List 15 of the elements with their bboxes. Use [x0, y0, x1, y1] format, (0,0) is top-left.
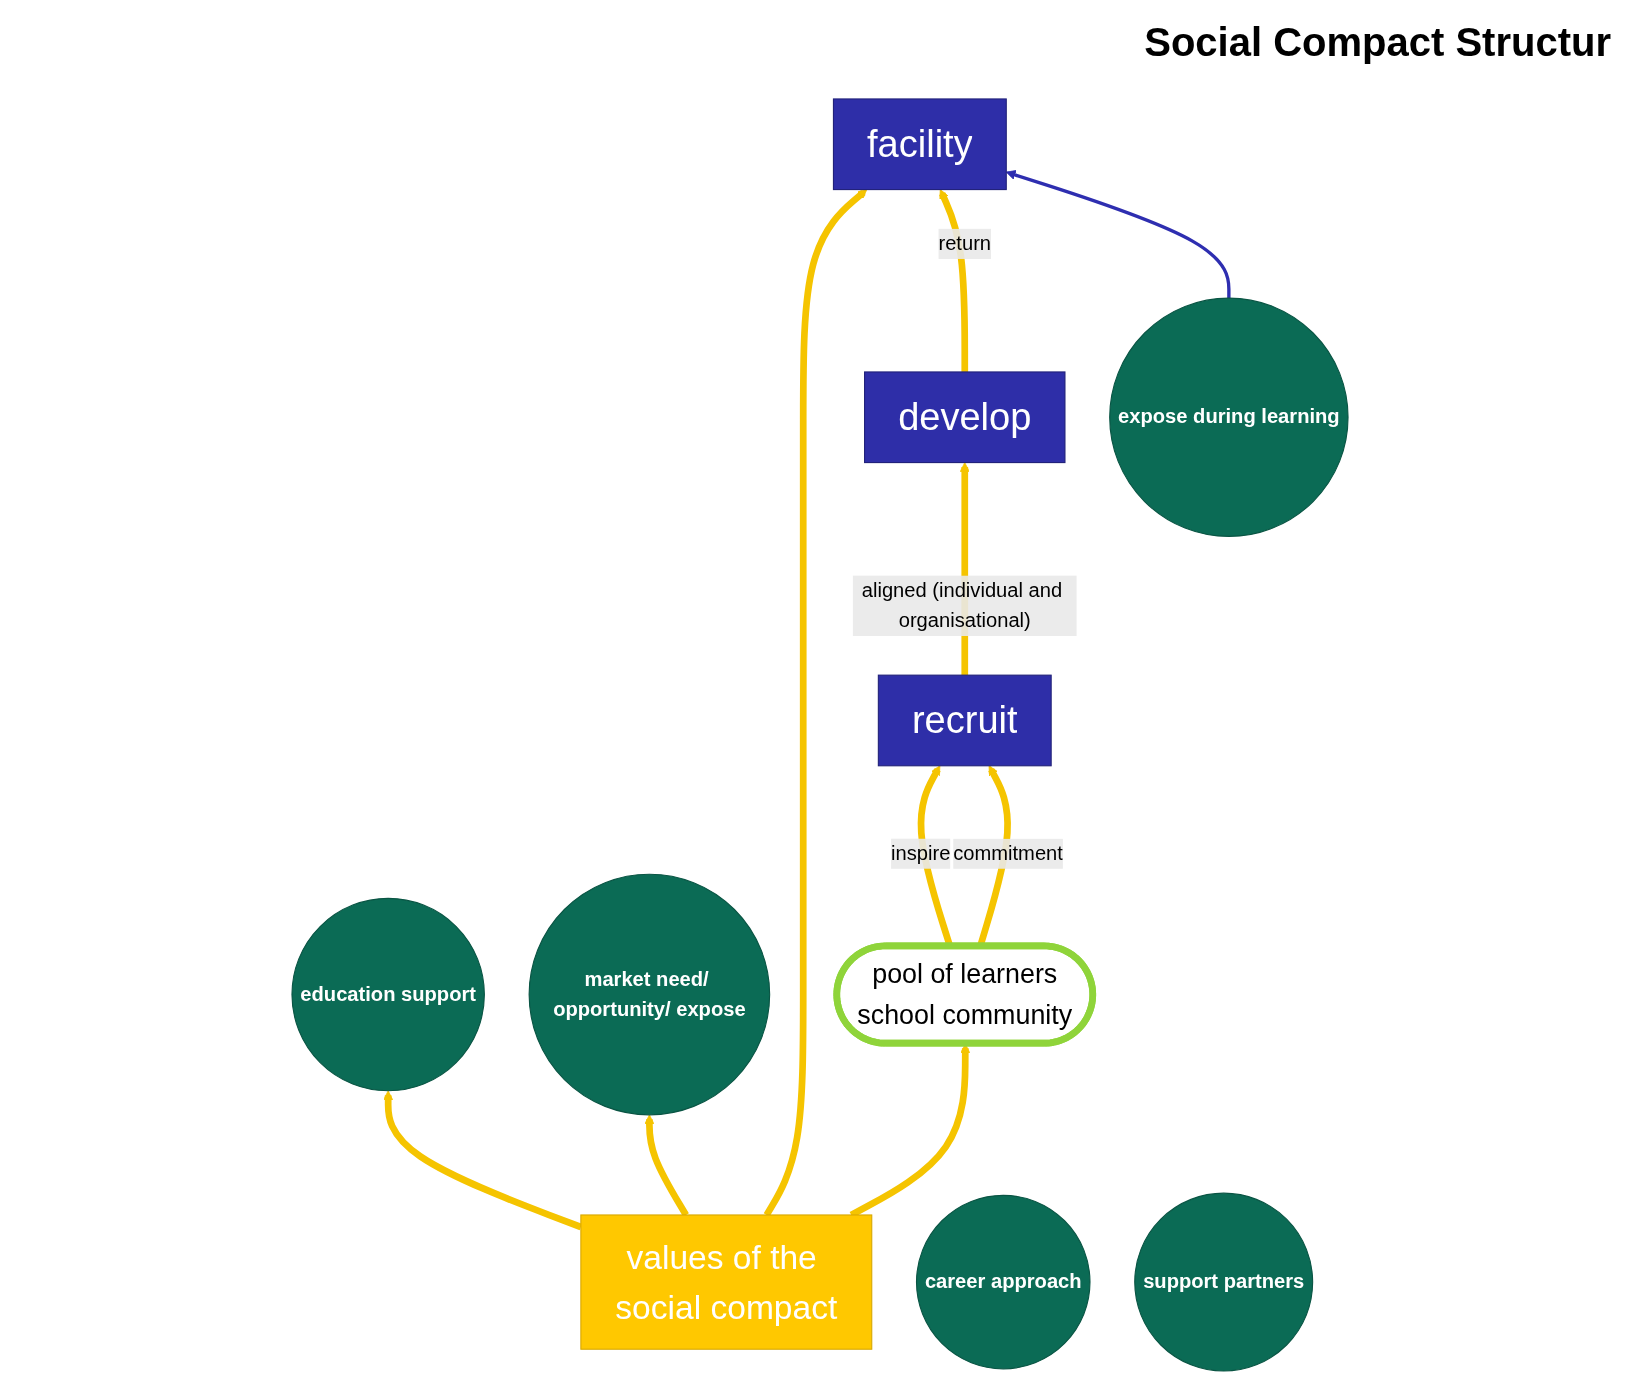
node-circle: support partners [1134, 1192, 1314, 1372]
node-circle: career approach [915, 1194, 1091, 1370]
node-circle: market need/ opportunity/ expose [528, 873, 771, 1116]
edge-label: commitment [953, 842, 1063, 865]
edge-label: aligned (individual and organisational) [861, 578, 1063, 632]
edge-label: return [938, 232, 992, 255]
node-box: develop [864, 371, 1066, 464]
title: Social Compact Structur [1144, 20, 1611, 65]
node-box: recruit [877, 674, 1052, 767]
edge-label: inspire [891, 841, 951, 865]
node-circle: expose during learning [1109, 297, 1349, 537]
arrow [383, 1090, 583, 1231]
node-box: facility [832, 98, 1007, 191]
node-circle: education support [291, 897, 485, 1092]
node-box: values of the social compact [580, 1214, 873, 1350]
